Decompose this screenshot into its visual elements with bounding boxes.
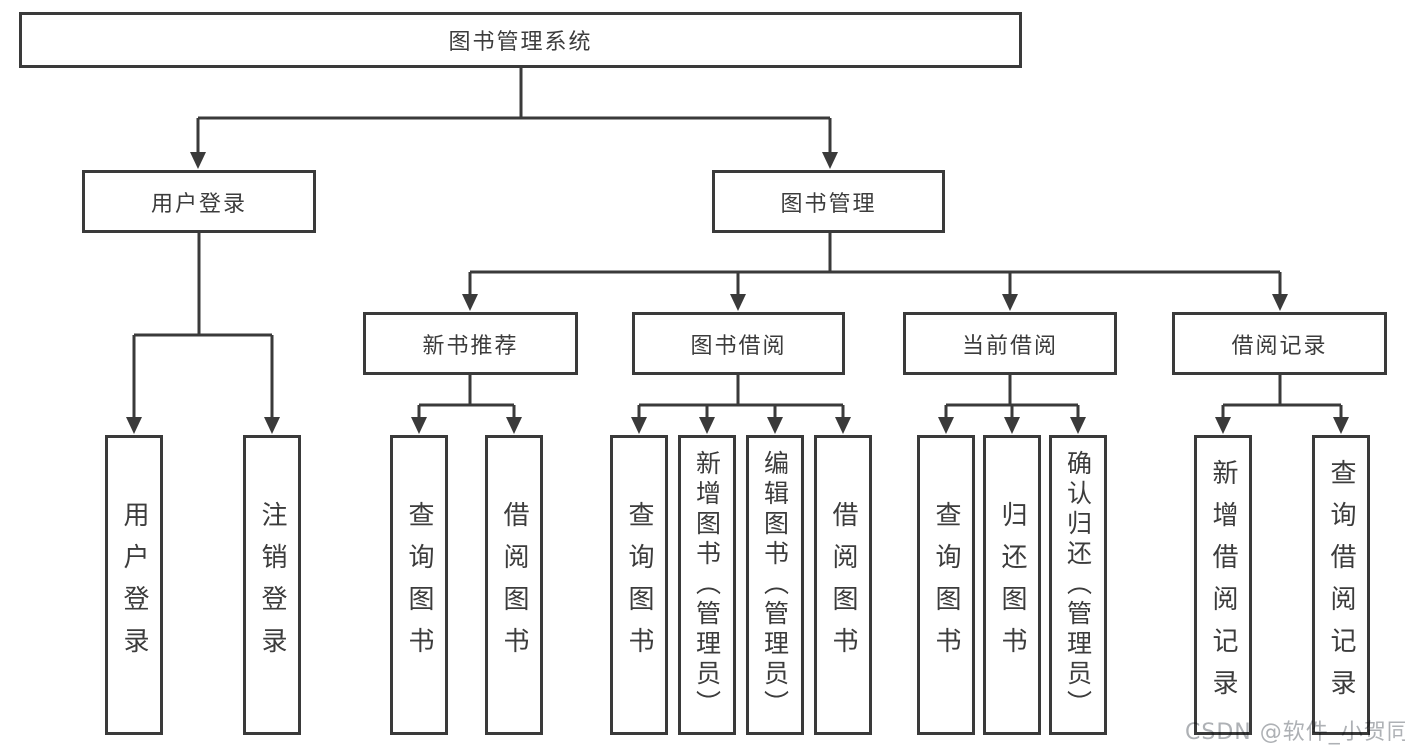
leaf-query-books-newrec-label: 查询图书 [404, 501, 434, 669]
leaf-edit-books-admin-label: 编辑图书（管理员） [760, 450, 790, 720]
leaf-query-books-current: 查询图书 [917, 435, 975, 735]
leaf-query-borrow-record-label: 查询借阅记录 [1326, 459, 1356, 711]
leaf-logout-label: 注销登录 [257, 501, 287, 669]
node-root: 图书管理系统 [19, 12, 1022, 68]
node-book-borrowing: 图书借阅 [632, 312, 845, 375]
leaf-user-login-label: 用户登录 [119, 501, 149, 669]
node-book-borrowing-label: 图书借阅 [690, 333, 787, 359]
node-new-book-recommend: 新书推荐 [363, 312, 578, 375]
leaf-add-books-admin-label: 新增图书（管理员） [692, 450, 722, 720]
node-borrow-records: 借阅记录 [1172, 312, 1387, 375]
node-current-borrowing-label: 当前借阅 [961, 333, 1058, 359]
leaf-borrow-books-newrec: 借阅图书 [485, 435, 543, 735]
leaf-borrow-books-borrowing: 借阅图书 [814, 435, 872, 735]
node-root-label: 图书管理系统 [448, 30, 593, 55]
node-book-management-label: 图书管理 [780, 191, 877, 217]
node-borrow-records-label: 借阅记录 [1231, 333, 1328, 359]
leaf-query-books-borrowing: 查询图书 [610, 435, 668, 735]
leaf-add-books-admin: 新增图书（管理员） [678, 435, 736, 735]
leaf-user-login: 用户登录 [105, 435, 163, 735]
leaf-edit-books-admin: 编辑图书（管理员） [746, 435, 804, 735]
leaf-confirm-return-admin: 确认归还（管理员） [1049, 435, 1107, 735]
node-user-login-label: 用户登录 [150, 191, 247, 217]
leaf-add-borrow-record-label: 新增借阅记录 [1208, 459, 1238, 711]
leaf-borrow-books-newrec-label: 借阅图书 [499, 501, 529, 669]
leaf-add-borrow-record: 新增借阅记录 [1194, 435, 1252, 735]
leaf-query-books-borrowing-label: 查询图书 [624, 501, 654, 669]
leaf-return-books: 归还图书 [983, 435, 1041, 735]
node-new-book-recommend-label: 新书推荐 [422, 333, 519, 359]
leaf-return-books-label: 归还图书 [997, 501, 1027, 669]
leaf-logout: 注销登录 [243, 435, 301, 735]
leaf-query-borrow-record: 查询借阅记录 [1312, 435, 1370, 735]
leaf-query-books-current-label: 查询图书 [931, 501, 961, 669]
node-user-login: 用户登录 [82, 170, 316, 233]
leaf-borrow-books-borrowing-label: 借阅图书 [828, 501, 858, 669]
leaf-confirm-return-admin-label: 确认归还（管理员） [1063, 450, 1093, 720]
node-current-borrowing: 当前借阅 [903, 312, 1117, 375]
leaf-query-books-newrec: 查询图书 [390, 435, 448, 735]
watermark: CSDN @软件_小贺同学 [1185, 720, 1405, 745]
node-book-management: 图书管理 [712, 170, 945, 233]
